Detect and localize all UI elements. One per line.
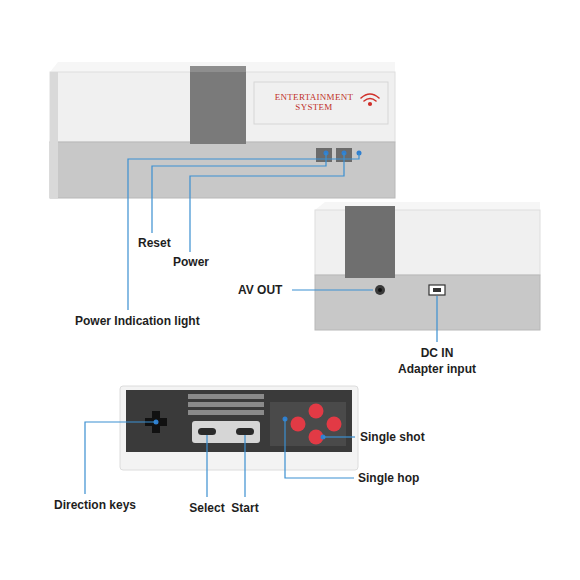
cartridge-lid-top xyxy=(190,66,246,72)
stripe xyxy=(188,394,264,399)
button-panel xyxy=(270,402,346,446)
rear-cartridge-lid xyxy=(345,206,395,278)
dc-port-pin xyxy=(433,288,441,292)
stripe xyxy=(188,410,264,415)
part-label: Single shot xyxy=(360,430,425,444)
brand-text: ENTERTAINMENT SYSTEM xyxy=(264,92,364,112)
leader-line xyxy=(323,436,355,437)
start-button xyxy=(236,428,254,435)
rear-lower-band xyxy=(315,275,540,330)
leader-line xyxy=(436,296,437,342)
part-label: Start xyxy=(231,501,258,515)
wifi-icon xyxy=(361,94,379,105)
cartridge-lid xyxy=(190,66,246,144)
stripe xyxy=(188,402,264,407)
controller-faceplate xyxy=(126,390,352,452)
leader-line xyxy=(85,422,156,494)
part-label: Power Indication light xyxy=(75,314,200,328)
console-left-side xyxy=(50,72,58,198)
av-jack-hole xyxy=(378,288,382,292)
console-rear xyxy=(315,202,540,330)
red-button xyxy=(309,404,324,419)
red-button xyxy=(327,417,342,432)
leader-lines-controller xyxy=(85,419,355,497)
leader-line xyxy=(292,289,373,290)
leader-line xyxy=(206,435,207,497)
part-label: Power xyxy=(173,255,209,269)
part-label: Reset xyxy=(138,236,171,250)
select-start-panel xyxy=(192,421,260,443)
console-lower-band xyxy=(50,142,395,198)
part-label: AV OUT xyxy=(238,283,282,297)
part-label: Single hop xyxy=(358,471,419,485)
console-front xyxy=(50,62,395,198)
controller xyxy=(120,386,358,470)
dc-port xyxy=(429,285,445,295)
part-label: Adapter input xyxy=(398,362,476,376)
console-top-face xyxy=(50,62,395,72)
label-panel xyxy=(254,82,388,124)
part-label: DC IN xyxy=(421,346,454,360)
select-button xyxy=(198,428,216,435)
leader-line xyxy=(152,153,326,233)
av-jack xyxy=(375,285,385,295)
leader-line xyxy=(244,435,245,497)
red-button xyxy=(291,417,306,432)
leader-lines-rear xyxy=(292,290,437,342)
part-label: Select xyxy=(189,501,224,515)
leader-line xyxy=(285,419,354,478)
controller-body xyxy=(120,386,358,470)
part-label: Direction keys xyxy=(54,498,136,512)
reset-button xyxy=(316,148,332,162)
